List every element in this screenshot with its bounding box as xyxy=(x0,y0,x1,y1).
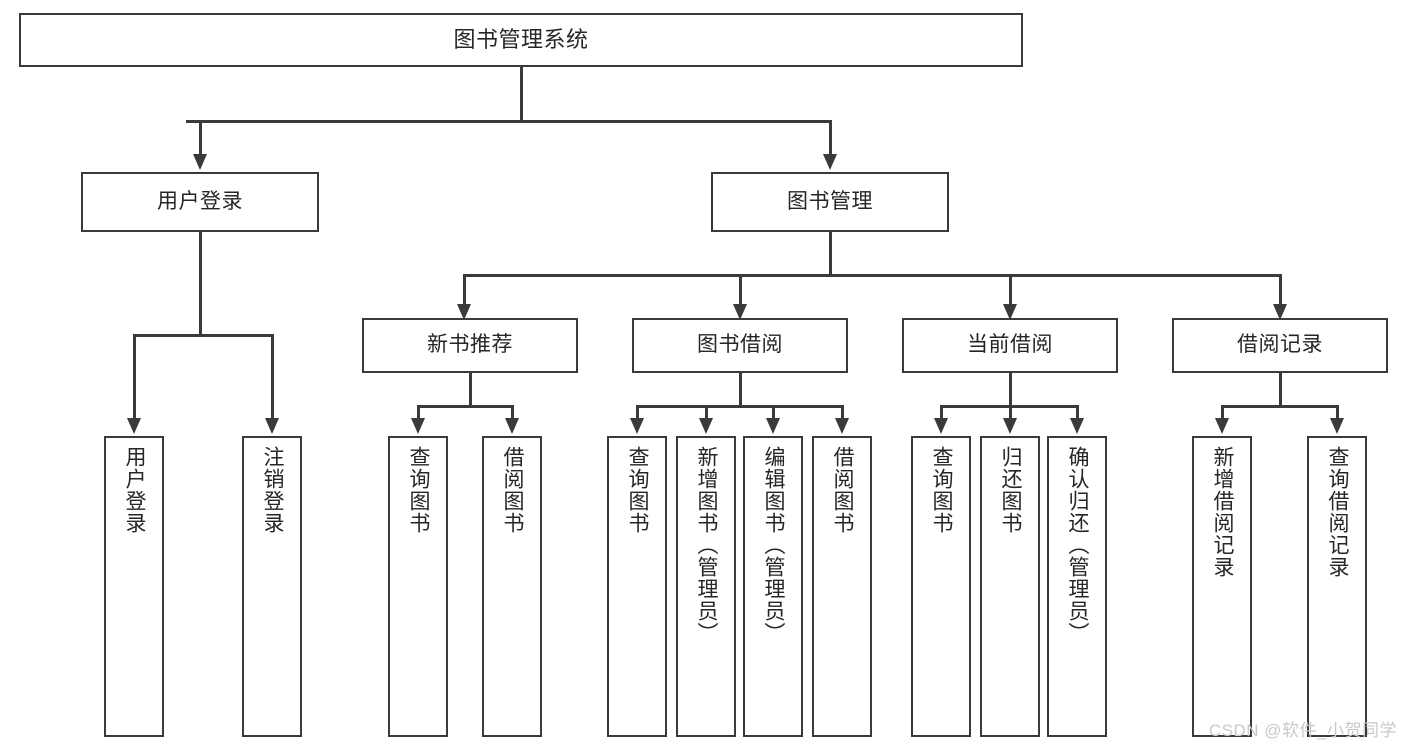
connector-root-bus xyxy=(186,120,832,123)
node-label: 当前借阅 xyxy=(967,333,1053,357)
arrowhead-book-borrow-leaf-4 xyxy=(835,418,849,434)
node-label: 查询图书 xyxy=(407,446,431,534)
node-label: 借阅图书 xyxy=(831,446,855,534)
leaf-query-borrow-record[interactable]: 查询借阅记录 xyxy=(1307,436,1367,737)
arrowhead-current-borrow-leaf-3 xyxy=(1070,418,1084,434)
connector-new-book-branch-1 xyxy=(417,405,420,420)
connector-book-borrow-branch-4 xyxy=(841,405,844,420)
arrowhead-current-borrow-leaf-1 xyxy=(934,418,948,434)
connector-current-borrow-branch-3 xyxy=(1076,405,1079,420)
arrowhead-user-login-leaf-2 xyxy=(265,418,279,434)
connector-book-borrow-branch-1 xyxy=(636,405,639,420)
arrowhead-borrow-record-leaf-1 xyxy=(1215,418,1229,434)
node-label: 用户登录 xyxy=(123,446,147,534)
node-label: 新书推荐 xyxy=(427,333,513,357)
node-label: 新增借阅记录 xyxy=(1211,446,1235,578)
node-label: 查询借阅记录 xyxy=(1326,446,1350,578)
arrowhead-book-borrow-leaf-1 xyxy=(630,418,644,434)
connector-book-mgmt-branch-3 xyxy=(1009,274,1012,306)
arrowhead-root-to-book-mgmt xyxy=(823,154,837,170)
node-user-login[interactable]: 用户登录 xyxy=(81,172,319,232)
leaf-borrow-book[interactable]: 借阅图书 xyxy=(812,436,872,737)
connector-book-mgmt-bus xyxy=(464,274,1281,277)
arrowhead-borrow-record-leaf-2 xyxy=(1330,418,1344,434)
connector-book-borrow-branch-2 xyxy=(705,405,708,420)
node-label: 图书借阅 xyxy=(697,333,783,357)
node-label: 图书管理系统 xyxy=(453,27,589,53)
leaf-confirm-return-admin[interactable]: 确认归还（管理员） xyxy=(1047,436,1107,737)
node-book-management[interactable]: 图书管理 xyxy=(711,172,949,232)
connector-current-borrow-branch-2 xyxy=(1009,405,1012,420)
leaf-user-login[interactable]: 用户登录 xyxy=(104,436,164,737)
connector-book-borrow-bus xyxy=(637,405,843,408)
arrowhead-level2-new-book xyxy=(457,304,471,320)
leaf-query-book-recommend[interactable]: 查询图书 xyxy=(388,436,448,737)
node-new-book-recommend[interactable]: 新书推荐 xyxy=(362,318,578,373)
connector-book-borrow-branch-3 xyxy=(772,405,775,420)
node-label: 注销登录 xyxy=(261,446,285,534)
arrowhead-level2-borrow-record xyxy=(1273,304,1287,320)
node-label: 查询图书 xyxy=(930,446,954,534)
node-label: 借阅图书 xyxy=(501,446,525,534)
arrowhead-level2-book-borrow xyxy=(733,304,747,320)
connector-user-login-stem xyxy=(199,232,202,335)
connector-borrow-record-branch-1 xyxy=(1221,405,1224,420)
connector-book-borrow-stem xyxy=(739,373,742,406)
arrowhead-current-borrow-leaf-2 xyxy=(1003,418,1017,434)
leaf-return-book[interactable]: 归还图书 xyxy=(980,436,1040,737)
arrowhead-book-borrow-leaf-3 xyxy=(766,418,780,434)
connector-book-mgmt-branch-2 xyxy=(739,274,742,306)
connector-current-borrow-branch-1 xyxy=(940,405,943,420)
node-label: 图书管理 xyxy=(787,189,873,213)
connector-borrow-record-branch-2 xyxy=(1336,405,1339,420)
connector-book-mgmt-stem xyxy=(829,232,832,275)
leaf-query-book-borrow[interactable]: 查询图书 xyxy=(607,436,667,737)
node-label: 归还图书 xyxy=(999,446,1023,534)
connector-root-to-user-login xyxy=(199,120,202,156)
connector-borrow-record-bus xyxy=(1222,405,1338,408)
connector-root-stem xyxy=(520,67,523,121)
node-label: 编辑图书（管理员） xyxy=(762,446,786,644)
leaf-edit-book-admin[interactable]: 编辑图书（管理员） xyxy=(743,436,803,737)
leaf-add-book-admin[interactable]: 新增图书（管理员） xyxy=(676,436,736,737)
connector-new-book-bus xyxy=(418,405,513,408)
connector-user-login-branch-1 xyxy=(133,334,136,420)
connector-root-to-book-mgmt xyxy=(829,120,832,156)
node-current-borrow[interactable]: 当前借阅 xyxy=(902,318,1118,373)
connector-book-mgmt-branch-1 xyxy=(463,274,466,306)
node-label: 借阅记录 xyxy=(1237,333,1323,357)
arrowhead-level2-current-borrow xyxy=(1003,304,1017,320)
node-root-system[interactable]: 图书管理系统 xyxy=(19,13,1023,67)
connector-new-book-stem xyxy=(469,373,472,406)
node-label: 查询图书 xyxy=(626,446,650,534)
arrowhead-book-borrow-leaf-2 xyxy=(699,418,713,434)
connector-user-login-branch-2 xyxy=(271,334,274,420)
arrowhead-new-book-leaf-1 xyxy=(411,418,425,434)
connector-user-login-bus xyxy=(134,334,274,337)
node-label: 用户登录 xyxy=(157,189,243,213)
node-label: 新增图书（管理员） xyxy=(695,446,719,644)
connector-borrow-record-stem xyxy=(1279,373,1282,406)
arrowhead-user-login-leaf-1 xyxy=(127,418,141,434)
leaf-add-borrow-record[interactable]: 新增借阅记录 xyxy=(1192,436,1252,737)
node-borrow-record[interactable]: 借阅记录 xyxy=(1172,318,1388,373)
leaf-user-logout[interactable]: 注销登录 xyxy=(242,436,302,737)
arrowhead-root-to-user-login xyxy=(193,154,207,170)
arrowhead-new-book-leaf-2 xyxy=(505,418,519,434)
connector-new-book-branch-2 xyxy=(511,405,514,420)
connector-book-mgmt-branch-4 xyxy=(1279,274,1282,306)
node-book-borrow[interactable]: 图书借阅 xyxy=(632,318,848,373)
leaf-query-book-current[interactable]: 查询图书 xyxy=(911,436,971,737)
leaf-borrow-book-recommend[interactable]: 借阅图书 xyxy=(482,436,542,737)
node-label: 确认归还（管理员） xyxy=(1066,446,1090,644)
connector-current-borrow-stem xyxy=(1009,373,1012,406)
